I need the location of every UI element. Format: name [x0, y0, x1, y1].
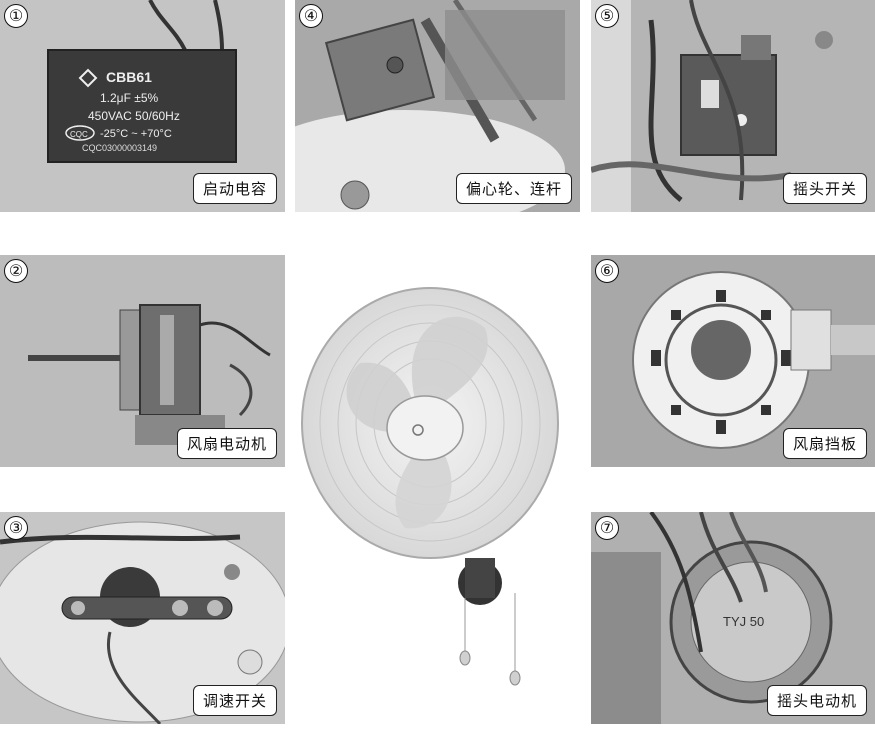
panel-label: 风扇挡板: [782, 428, 867, 459]
wall-fan-illustration: [301, 287, 559, 686]
panel-number: ④: [299, 4, 323, 28]
panel-number: ⑥: [595, 259, 619, 283]
panel-label: 启动电容: [192, 173, 277, 204]
motor-label-text: TYJ 50: [723, 614, 764, 629]
capacitor-voltage: 450VAC 50/60Hz: [88, 109, 180, 123]
panel-label: 摇头电动机: [766, 685, 867, 716]
oscillation-switch-photo: [591, 0, 875, 212]
panel-oscillation-motor: TYJ 50 ⑦ 摇头电动机: [591, 512, 875, 724]
capacitor-model: CBB61: [106, 69, 152, 85]
panel-eccentric-wheel: ④ 偏心轮、连杆: [295, 0, 580, 212]
panel-number: ⑦: [595, 516, 619, 540]
cqc-mark: CQC: [70, 130, 88, 139]
panel-fan-baffle: ⑥ 风扇挡板: [591, 255, 875, 467]
panel-speed-switch: ③ 调速开关: [0, 512, 285, 724]
capacitor-photo: CBB61 1.2μF ±5% 450VAC 50/60Hz CQC -25°C…: [0, 0, 285, 212]
panel-number: ③: [4, 516, 28, 540]
panel-fan-motor: ② 风扇电动机: [0, 255, 285, 467]
capacitor-code: CQC03000003149: [82, 143, 157, 153]
panel-label: 摇头开关: [782, 173, 867, 204]
panel-label: 偏心轮、连杆: [455, 173, 572, 204]
panel-number: ①: [4, 4, 28, 28]
panel-number: ②: [4, 259, 28, 283]
panel-label: 风扇电动机: [176, 428, 277, 459]
panel-start-capacitor: CBB61 1.2μF ±5% 450VAC 50/60Hz CQC -25°C…: [0, 0, 285, 212]
panel-label: 调速开关: [192, 685, 277, 716]
panel-oscillation-switch: ⑤ 摇头开关: [591, 0, 875, 212]
capacitor-temp: -25°C ~ +70°C: [100, 128, 172, 140]
panel-number: ⑤: [595, 4, 619, 28]
capacitor-capacitance: 1.2μF ±5%: [100, 91, 159, 105]
